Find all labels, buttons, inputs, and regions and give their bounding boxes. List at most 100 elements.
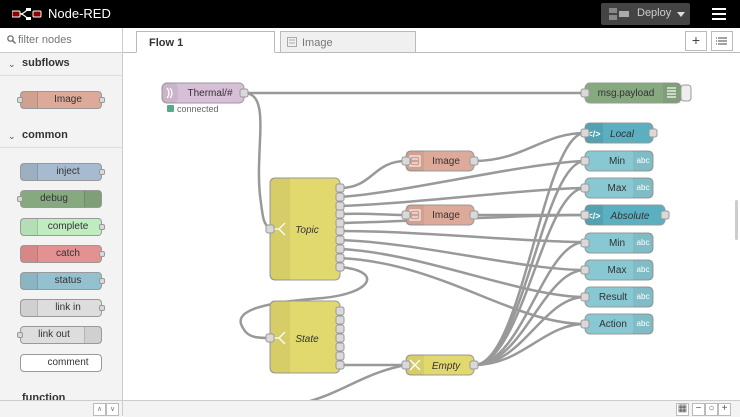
node-status: connected — [177, 104, 219, 114]
flow-node-empty[interactable]: Empty — [401, 354, 479, 376]
deploy-menu-caret-icon[interactable] — [677, 12, 685, 17]
code-icon: </> — [587, 129, 600, 139]
wire — [339, 247, 586, 299]
canvas-scrollbar[interactable] — [735, 200, 738, 240]
palette-filter — [0, 28, 122, 53]
node-label: Absolute — [610, 211, 650, 222]
chevron-down-icon: ⌄ — [8, 59, 16, 69]
palette-node-comment[interactable]: comment — [20, 354, 102, 372]
tab-flow-1[interactable]: Flow 1 — [136, 31, 275, 53]
node-label: Min — [609, 238, 625, 249]
node-label: Result — [599, 292, 628, 303]
expand-all-icon[interactable]: ∨ — [106, 403, 119, 416]
wire — [473, 322, 586, 367]
wire — [473, 131, 586, 163]
link-out-icon — [84, 327, 101, 343]
flow-node-absolute[interactable]: </> Absolute — [580, 204, 670, 226]
main-menu-icon[interactable] — [712, 8, 726, 20]
palette-node-debug[interactable]: debug — [17, 190, 102, 208]
switch-icon — [274, 331, 286, 345]
link-in-icon — [21, 300, 38, 316]
flow-node-thermal[interactable]: Thermal/# connected — [161, 82, 249, 114]
flow-node-image-1[interactable]: Image — [401, 150, 479, 172]
category-common[interactable]: ⌄ common — [0, 125, 122, 148]
flow-node-local[interactable]: </> Local — [580, 122, 658, 144]
wire — [339, 186, 586, 208]
output-ports — [335, 306, 345, 370]
category-subflows[interactable]: ⌄ subflows — [0, 53, 122, 76]
flow-canvas[interactable]: Thermal/# connected msg.payload Topic — [123, 53, 740, 400]
zoom-reset-icon[interactable]: ○ — [705, 403, 718, 416]
palette-node-label: inject — [56, 166, 80, 177]
input-port — [17, 196, 23, 202]
navigator-map-icon[interactable]: ▦ — [676, 403, 689, 416]
palette-node-catch[interactable]: catch — [20, 245, 105, 263]
flow-node-msg-payload[interactable]: msg.payload — [580, 82, 692, 104]
text-abc-icon: abc — [637, 183, 650, 192]
palette-node-status[interactable]: status — [20, 272, 105, 290]
text-abc-icon: abc — [637, 265, 650, 274]
wire — [473, 186, 586, 367]
output-port — [99, 224, 105, 230]
palette-node-complete[interactable]: complete — [20, 218, 105, 236]
palette-node-image-subflow[interactable]: Image — [17, 91, 105, 109]
app-title: Node-RED — [48, 6, 111, 21]
flow-node-min-2[interactable]: Min abc — [580, 232, 654, 254]
mqtt-icon — [166, 87, 173, 99]
list-icon — [716, 37, 727, 45]
deploy-button[interactable]: Deploy — [601, 3, 690, 25]
complete-icon — [21, 219, 38, 235]
category-label: subflows — [22, 57, 70, 69]
deploy-label: Deploy — [637, 7, 672, 19]
flow-node-state[interactable]: State — [265, 300, 345, 374]
tab-image[interactable]: Image — [280, 31, 416, 52]
palette-node-label: link out — [38, 329, 70, 340]
wire — [339, 256, 586, 326]
node-red-logo: Node-RED — [12, 6, 111, 22]
flow-node-action[interactable]: Action abc — [580, 313, 654, 335]
filter-nodes-input[interactable] — [18, 32, 116, 48]
header-bar: Node-RED Deploy — [0, 0, 740, 28]
node-label: Empty — [432, 361, 461, 372]
wire — [239, 265, 369, 340]
flow-node-min-1[interactable]: Min abc — [580, 150, 654, 172]
add-flow-button[interactable]: + — [685, 31, 707, 51]
node-label: Image — [432, 156, 460, 167]
palette-node-link-in[interactable]: link in — [20, 299, 105, 317]
input-port — [17, 97, 23, 103]
input-port — [17, 332, 23, 338]
tab-label: Image — [302, 37, 333, 49]
chevron-down-icon: ⌄ — [8, 131, 16, 141]
zoom-out-icon[interactable]: − — [692, 403, 705, 416]
status-dot — [167, 105, 174, 112]
palette-node-label: Image — [54, 94, 82, 105]
output-port — [99, 169, 105, 175]
palette-node-link-out[interactable]: link out — [17, 326, 102, 344]
flow-node-topic[interactable]: Topic — [265, 177, 345, 281]
collapse-all-icon[interactable]: ∧ — [93, 403, 106, 416]
wire — [243, 91, 271, 230]
list-flows-button[interactable] — [711, 31, 733, 51]
text-abc-icon: abc — [637, 292, 650, 301]
text-abc-icon: abc — [637, 156, 650, 165]
node-red-logo-icon — [12, 8, 42, 20]
debug-toggle-button[interactable] — [680, 84, 692, 102]
wire — [339, 238, 586, 272]
flow-node-image-2[interactable]: Image — [401, 204, 479, 226]
palette-node-inject[interactable]: inject — [20, 163, 105, 181]
zoom-in-icon[interactable]: + — [718, 403, 731, 416]
change-icon — [409, 359, 421, 371]
flow-node-max-2[interactable]: Max abc — [580, 259, 654, 281]
node-label: Min — [609, 156, 625, 167]
flow-node-result[interactable]: Result abc — [580, 286, 654, 308]
workspace-footer: ▦ − ○ + — [123, 400, 740, 417]
palette-sidebar: ⌄ subflows Image ⌄ common inject debug c… — [0, 28, 123, 417]
wire — [309, 363, 407, 400]
output-ports — [335, 183, 345, 272]
node-label: Action — [599, 319, 627, 330]
output-port — [99, 251, 105, 257]
wire — [339, 212, 407, 217]
palette-node-label: link in — [55, 302, 81, 313]
flow-node-max-1[interactable]: Max abc — [580, 177, 654, 199]
inject-icon — [21, 164, 38, 180]
